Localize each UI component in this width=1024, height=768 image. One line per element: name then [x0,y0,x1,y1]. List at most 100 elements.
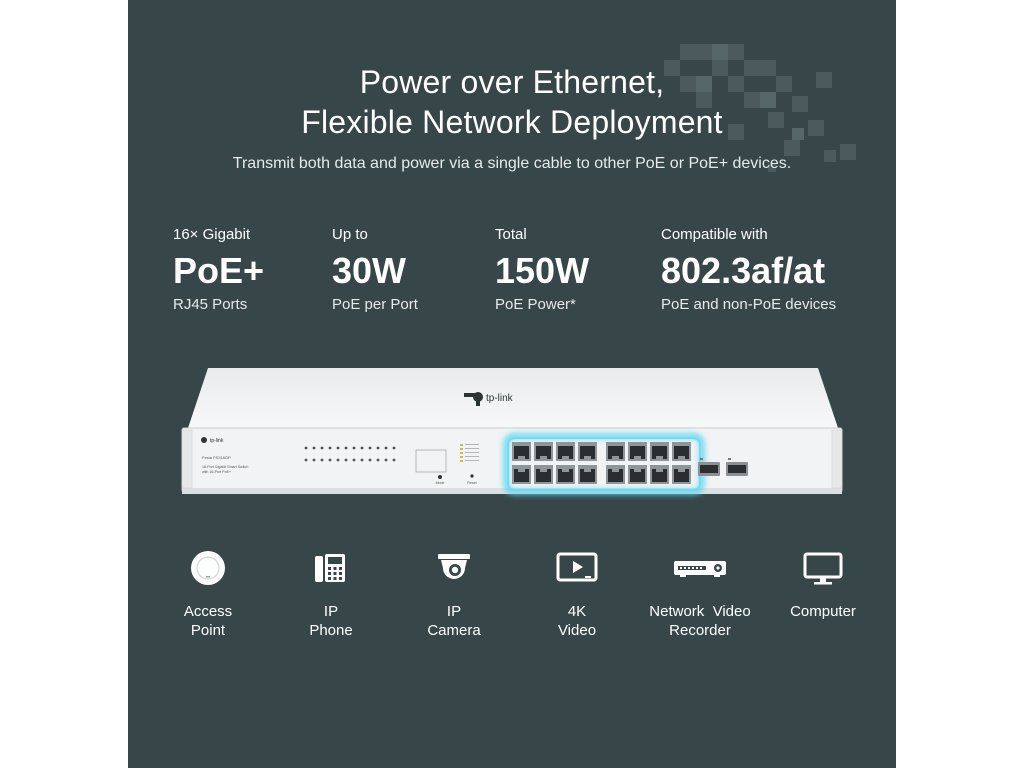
rj45-port-socket [652,446,667,459]
stat-big-value: 30W [332,250,407,291]
rj45-port-tab [562,469,569,472]
device-ip-camera: IP Camera [384,548,524,640]
stat-bottom-text: RJ45 Ports [173,296,248,313]
device-computer: Computer [753,548,893,621]
rj45-port-tab [678,469,685,472]
stat-poe-ports: 16× Gigabit PoE+ RJ45 Ports [173,226,264,313]
pixel-pattern-decoration [664,44,856,172]
status-led [336,446,340,450]
mode-button[interactable] [438,475,442,479]
device-label-line-2: Camera [427,622,481,639]
stat-bottom-text: PoE Power* [495,296,576,313]
rj45-port-group [512,442,691,484]
reset-label: Reset [467,481,476,485]
stat-total-power: Total 150W PoE Power* [495,226,589,313]
stat-top-text: Total [495,226,527,243]
device-label-line-1: Access [183,603,233,620]
video-recorder-icon [630,548,770,588]
status-led [320,446,324,450]
ip-camera-icon [384,548,524,588]
status-led [392,458,396,462]
device-ip-phone: IP Phone [261,548,401,640]
rj45-port-tab [612,456,619,459]
svg-text:tp-link: tp-link [486,393,514,404]
device-label-line-2: Phone [309,622,353,639]
video-play-icon [507,548,647,588]
rj45-port-socket [514,469,529,482]
stat-top-text: 16× Gigabit [173,226,251,243]
status-led [336,458,340,462]
stat-power-per-port: Up to 30W PoE per Port [332,226,418,313]
status-led [312,458,316,462]
rj45-port-socket [674,469,689,482]
poe-switch-image: tp-link tp-link Festa FS318GP 18-Port Gi… [181,368,843,495]
status-led [392,446,396,450]
rj45-port-socket [580,469,595,482]
rj45-port-socket [630,469,645,482]
poe-feature-panel: Power over Ethernet, Flexible Network De… [128,0,896,768]
stat-big-value: 802.3af/at [661,250,826,291]
status-led [376,458,380,462]
device-label-line-1: IP [323,603,339,620]
stat-top-text: Compatible with [661,226,768,243]
stat-compatibility: Compatible with 802.3af/at PoE and non-P… [661,226,836,313]
led-indicator-group [304,446,396,462]
subheadline: Transmit both data and power via a singl… [232,155,792,172]
led-frame [415,449,447,473]
rj45-port-socket [558,469,573,482]
rj45-port-socket [536,446,551,459]
stat-bottom-text: PoE per Port [332,296,418,313]
status-led [352,458,356,462]
status-led [320,458,324,462]
status-led [368,458,372,462]
status-led [328,446,332,450]
status-led [352,446,356,450]
rj45-port-socket [674,446,689,459]
device-label-line-1: Computer [790,603,856,620]
sfp-ports [698,458,748,476]
status-led [376,446,380,450]
ip-phone-icon [261,548,401,588]
device-label-line-1: Network Video [649,603,751,620]
stat-big-value: 150W [495,250,590,291]
device-label-line-2: Recorder [669,622,731,639]
rj45-port-socket [608,446,623,459]
status-led [384,458,388,462]
status-led [304,446,308,450]
rj45-port-tab [634,469,641,472]
rj45-port-socket [652,469,667,482]
headline-line-1: Power over Ethernet, [359,64,665,100]
front-brand-label: tp-link [201,437,224,444]
access-point-icon [138,548,278,588]
computer-monitor-icon [753,548,893,588]
rj45-port-tab [612,469,619,472]
rj45-port-tab [540,469,547,472]
rj45-port-socket [514,446,529,459]
rj45-port-socket [608,469,623,482]
rj45-port-tab [540,456,547,459]
rj45-port-socket [630,446,645,459]
svg-text:tp-link: tp-link [210,438,224,444]
rj45-port-socket [536,469,551,482]
description-line-2: with 16-Port PoE+ [202,470,231,474]
rj45-port-tab [562,456,569,459]
rack-ear-left [181,429,193,489]
status-led [304,458,308,462]
status-led [344,458,348,462]
stat-bottom-text: PoE and non-PoE devices [661,296,837,313]
rj45-port-tab [656,456,663,459]
status-led [360,458,364,462]
stat-big-value: PoE+ [173,250,265,291]
device-label-line-1: IP [446,603,462,620]
tp-link-logo-top: tp-link [464,392,514,406]
rack-ear-right [831,429,843,489]
device-label-line-1: 4K [567,603,587,620]
stat-top-text: Up to [332,226,368,243]
status-led [384,446,388,450]
reset-button[interactable] [470,474,474,478]
rj45-port-socket [558,446,573,459]
device-label-line-2: Point [190,622,226,639]
